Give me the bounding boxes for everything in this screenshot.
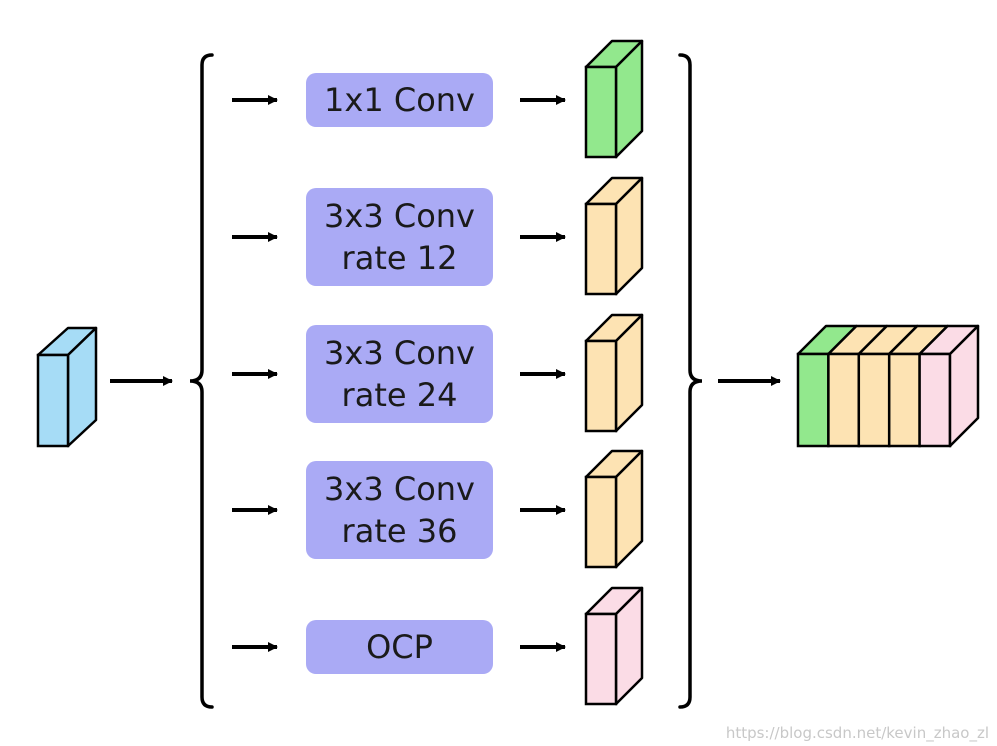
branch-2-cube-front [584, 202, 618, 296]
branch-4-label: 3x3 Conv [324, 470, 475, 508]
output-cube-side [948, 324, 980, 448]
branch-2-label: 3x3 Conv [324, 197, 475, 235]
output-slice-1 [796, 352, 830, 448]
branch-3-cube-front [584, 339, 618, 433]
input-cube-front [36, 353, 70, 448]
watermark: https://blog.csdn.net/kevin_zhao_zl [725, 724, 989, 742]
branch-1-box: 1x1 Conv [306, 73, 493, 127]
branch-1-feature-map [584, 39, 644, 159]
branch-5-box: OCP [306, 620, 493, 674]
branch-4-rate: rate 36 [341, 512, 458, 550]
branch-3-rate: rate 24 [341, 376, 458, 414]
branch-3-label: 3x3 Conv [324, 334, 475, 372]
output-slice-5 [918, 352, 952, 448]
branch-4-box: 3x3 Conv rate 36 [306, 461, 493, 559]
branch-1-label: 1x1 Conv [324, 81, 475, 119]
branch-5-label: OCP [366, 628, 433, 666]
right-brace [678, 53, 703, 709]
branch-3-feature-map [584, 313, 644, 433]
output-slice-2 [827, 352, 861, 448]
branch-4-cube-front [584, 475, 618, 569]
branch-2-box: 3x3 Conv rate 12 [306, 188, 493, 286]
left-brace [189, 53, 214, 709]
branch-4-feature-map [584, 449, 644, 569]
branch-2-rate: rate 12 [341, 239, 458, 277]
branch-5-feature-map [584, 586, 644, 706]
output-slice-3 [857, 352, 891, 448]
concatenated-output [796, 324, 980, 448]
branch-3-box: 3x3 Conv rate 24 [306, 325, 493, 423]
output-slice-4 [887, 352, 921, 448]
branch-5-cube-front [584, 612, 618, 706]
branch-2-feature-map [584, 176, 644, 296]
input-feature-map [36, 326, 98, 448]
branch-1-cube-front [584, 65, 618, 159]
